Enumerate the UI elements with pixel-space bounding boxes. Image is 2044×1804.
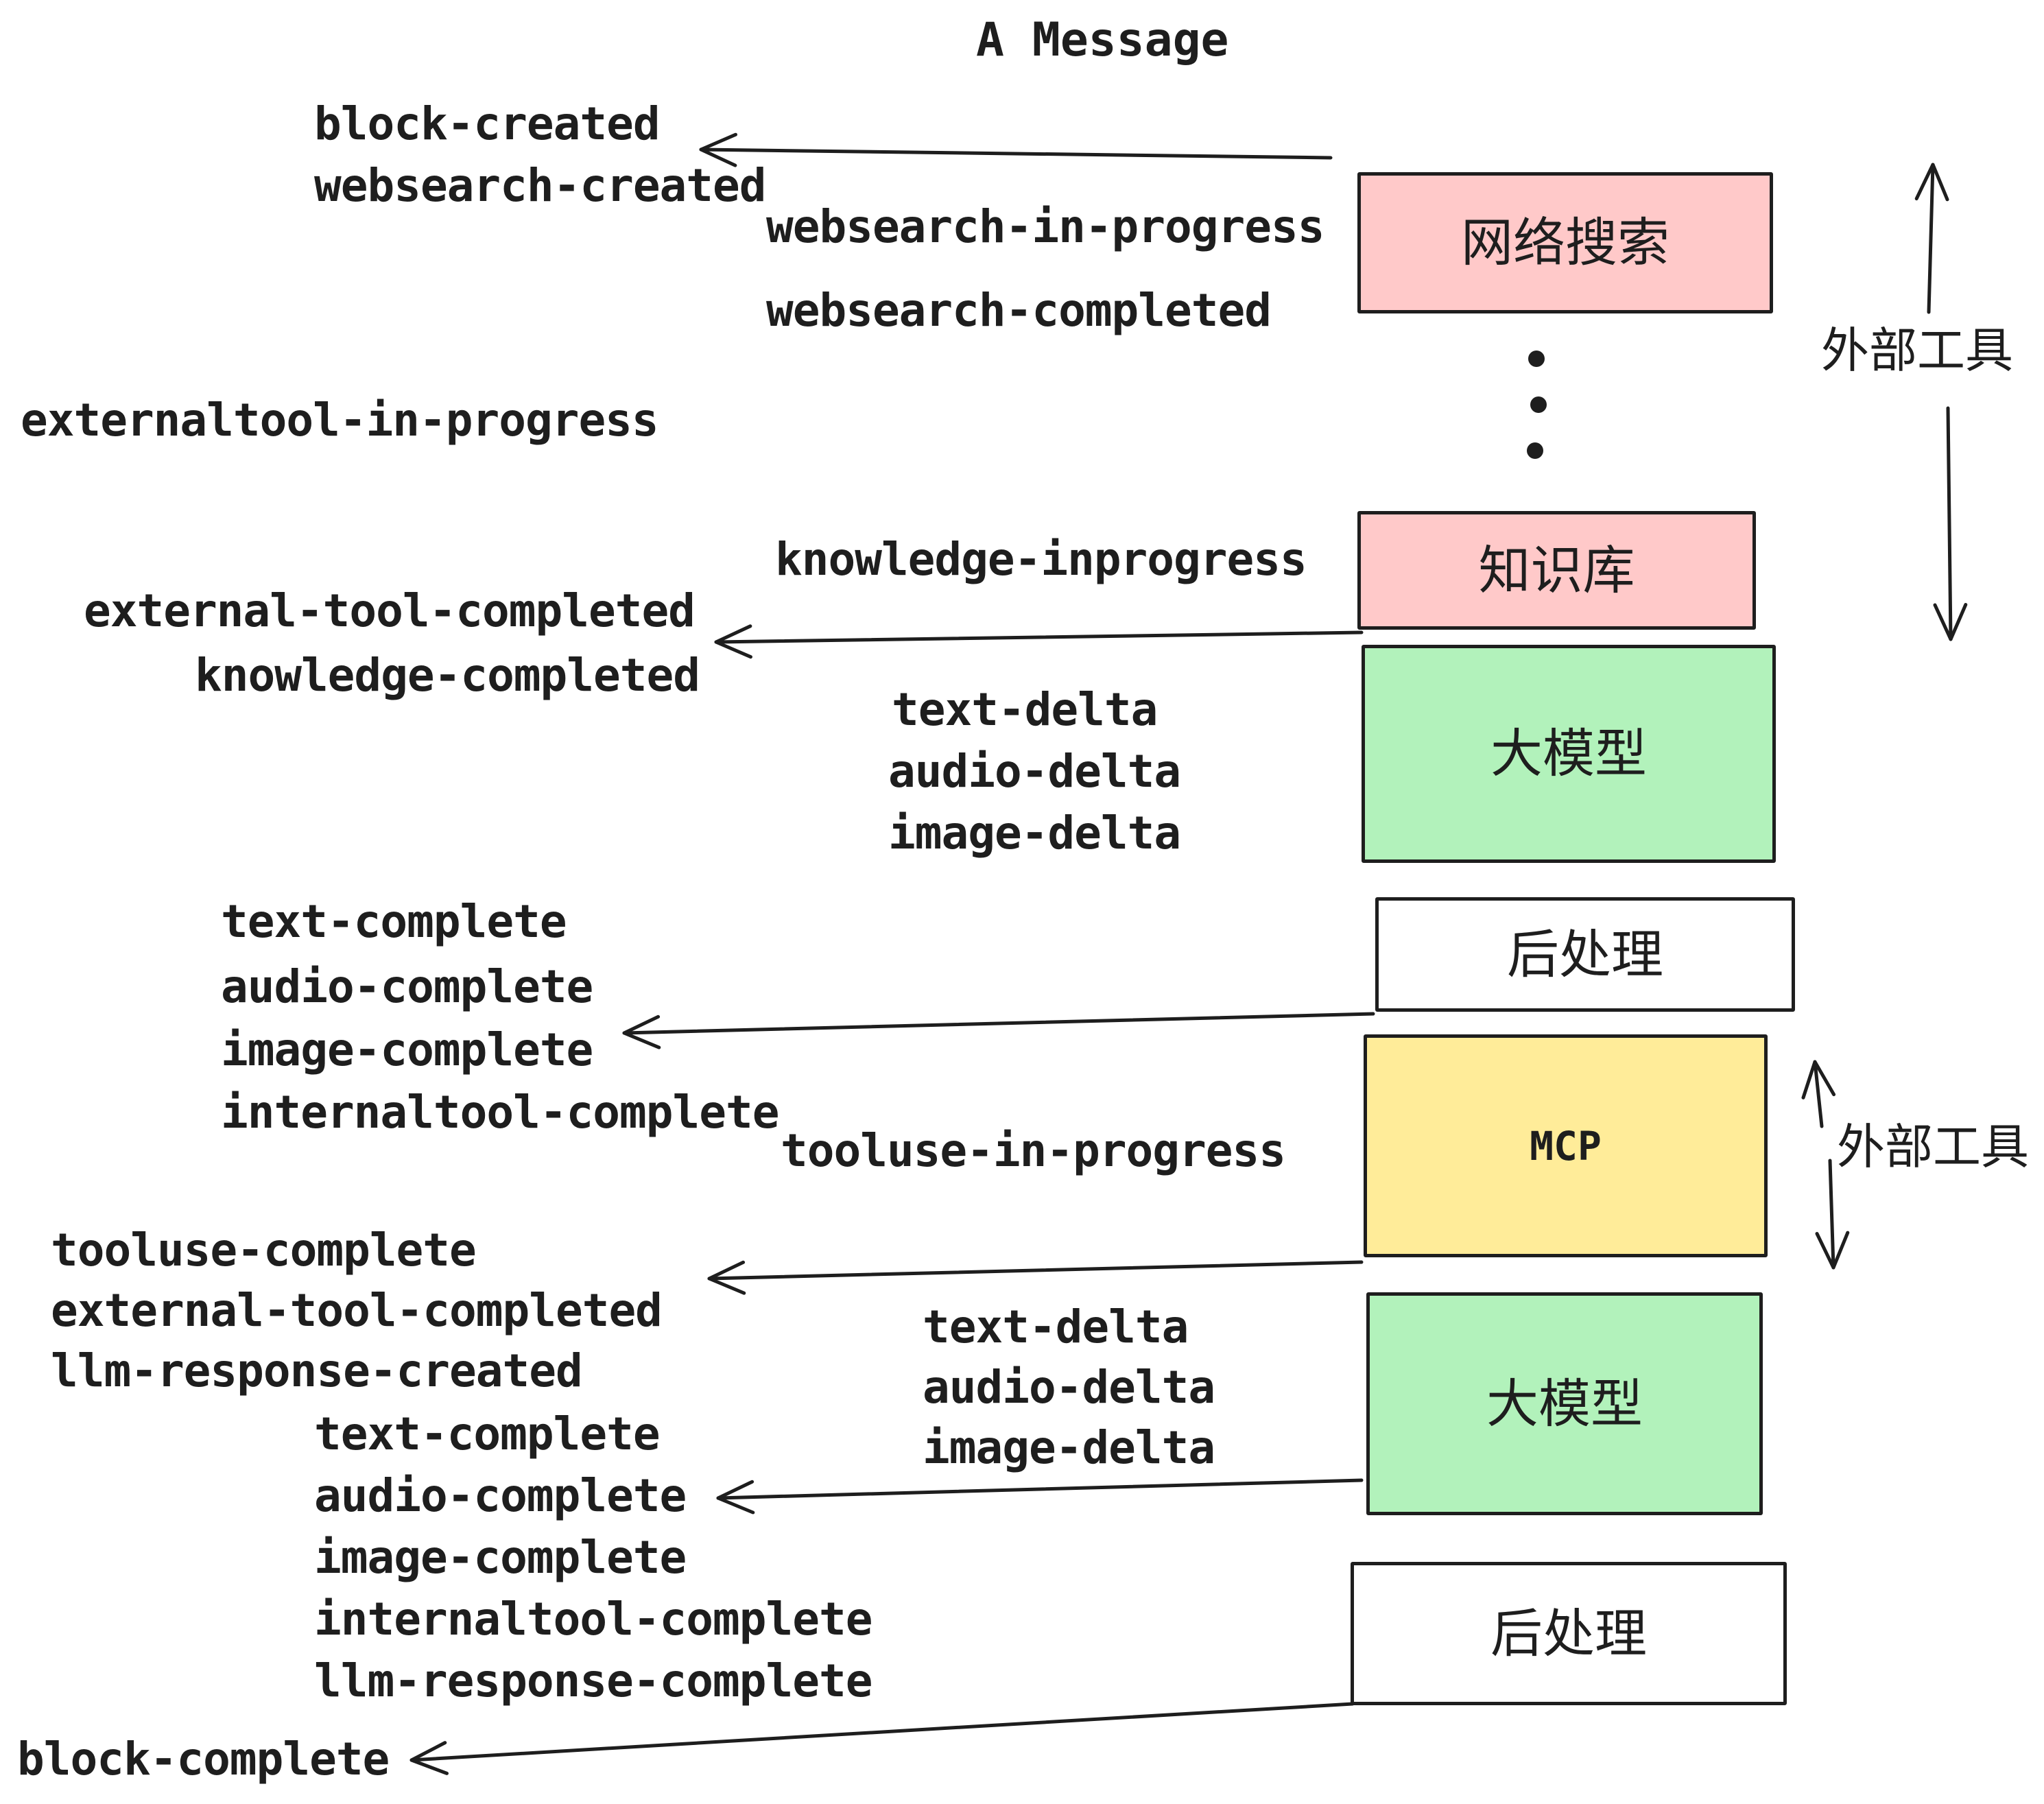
event-text-complete-2: text-complete — [314, 1408, 661, 1460]
external-tools-label-2: 外部工具 — [1837, 1119, 2029, 1175]
external-tools-down-arrow-1 — [1933, 406, 1968, 641]
event-text-delta-2: text-delta — [923, 1301, 1189, 1353]
external-tools-down-arrow-2 — [1815, 1159, 1850, 1270]
event-audio-delta-1: audio-delta — [888, 745, 1181, 798]
event-image-delta-2: image-delta — [923, 1421, 1215, 1474]
node-postprocess-2: 后处理 — [1351, 1562, 1787, 1705]
external-tools-up-arrow-1 — [1914, 163, 1949, 314]
ellipsis-dot — [1528, 351, 1545, 367]
event-websearch-completed: websearch-completed — [766, 284, 1272, 337]
node-knowledge-base: 知识库 — [1357, 511, 1756, 630]
event-audio-complete-2: audio-complete — [314, 1469, 687, 1522]
event-internaltool-complete-1: internaltool-complete — [221, 1086, 779, 1139]
event-websearch-created: websearch-created — [314, 159, 767, 212]
node-knowledge-base-label: 知识库 — [1478, 539, 1635, 601]
event-audio-delta-2: audio-delta — [923, 1361, 1215, 1414]
node-postprocess-1-label: 后处理 — [1507, 923, 1663, 985]
event-image-complete-2: image-complete — [314, 1531, 687, 1584]
node-mcp: MCP — [1364, 1034, 1768, 1257]
node-llm-2: 大模型 — [1366, 1292, 1763, 1515]
event-image-complete-1: image-complete — [221, 1023, 593, 1076]
event-internaltool-complete-2: internaltool-complete — [314, 1593, 872, 1646]
external-tools-label-1: 外部工具 — [1821, 322, 2013, 379]
diagram-title: A Message — [976, 13, 1229, 67]
node-postprocess-2-label: 后处理 — [1490, 1602, 1647, 1664]
external-tools-up-arrow-2 — [1801, 1060, 1836, 1128]
event-llm-response-created: llm-response-created — [51, 1344, 583, 1397]
arrow-to-knowledge-completed — [714, 624, 1364, 659]
arrow-to-audio-complete — [716, 1478, 1364, 1515]
event-externaltool-in-progress: externaltool-in-progress — [21, 394, 659, 447]
event-image-delta-1: image-delta — [888, 807, 1181, 859]
node-websearch: 网络搜索 — [1357, 172, 1773, 313]
event-audio-complete-1: audio-complete — [221, 960, 593, 1013]
event-external-tool-completed-1: external-tool-completed — [84, 584, 696, 637]
node-mcp-label: MCP — [1530, 1122, 1602, 1170]
event-text-delta-1: text-delta — [892, 683, 1158, 736]
arrow-to-block-created — [699, 132, 1333, 167]
node-llm-1-label: 大模型 — [1490, 723, 1647, 784]
event-knowledge-completed: knowledge-completed — [195, 649, 700, 702]
event-block-created: block-created — [314, 97, 661, 150]
event-knowledge-inprogress: knowledge-inprogress — [775, 533, 1307, 586]
ellipsis-dot — [1530, 396, 1547, 413]
event-text-complete-1: text-complete — [221, 895, 567, 948]
node-websearch-label: 网络搜索 — [1461, 212, 1669, 273]
node-llm-2-label: 大模型 — [1486, 1373, 1643, 1434]
event-llm-response-complete: llm-response-complete — [314, 1654, 872, 1707]
arrow-to-tooluse-complete — [707, 1260, 1364, 1295]
event-tooluse-in-progress: tooluse-in-progress — [781, 1124, 1286, 1177]
node-postprocess-1: 后处理 — [1375, 897, 1795, 1012]
ellipsis-dot — [1527, 442, 1543, 459]
arrow-to-block-complete — [409, 1702, 1355, 1775]
event-external-tool-completed-2: external-tool-completed — [51, 1284, 663, 1337]
node-llm-1: 大模型 — [1362, 645, 1776, 863]
arrow-to-image-complete — [622, 1012, 1375, 1049]
event-tooluse-complete: tooluse-complete — [51, 1224, 477, 1277]
event-block-complete: block-complete — [17, 1733, 390, 1785]
event-websearch-in-progress: websearch-in-progress — [766, 200, 1324, 253]
